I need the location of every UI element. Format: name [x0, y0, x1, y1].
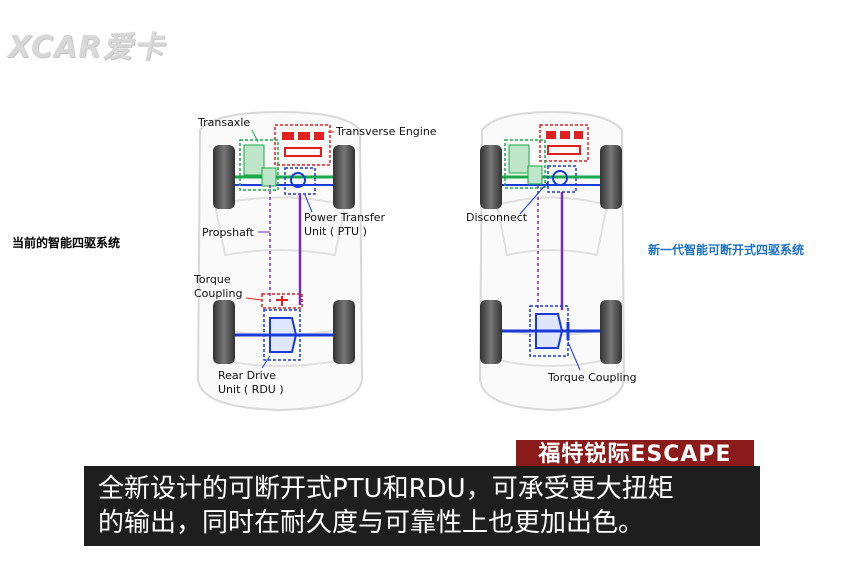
left-tire-rr	[333, 300, 355, 364]
left-tire-fr	[333, 145, 355, 209]
right-transaxle-box	[504, 139, 546, 189]
label-transverse-engine: Transverse Engine	[336, 125, 437, 138]
right-car	[478, 110, 626, 412]
subtitle-line-1: 全新设计的可断开式PTU和RDU，可承受更大扭矩	[98, 474, 674, 504]
label-coupling-line1: Torque	[194, 273, 231, 286]
subtitle-line-2: 的输出，同时在耐久度与可靠性上也更加出色。	[98, 508, 645, 538]
left-car-windshield	[213, 196, 347, 257]
left-tire-rl	[213, 300, 235, 364]
subtitle-box: 全新设计的可断开式PTU和RDU，可承受更大扭矩 的输出，同时在耐久度与可靠性上…	[84, 466, 760, 546]
label-disconnect: Disconnect	[466, 211, 528, 224]
label-rdu-line1: Rear Drive	[218, 369, 277, 382]
left-engine-box	[274, 124, 331, 166]
left-diagram-caption: 当前的智能四驱系统	[12, 236, 121, 250]
left-tire-fl	[213, 145, 235, 209]
left-car	[196, 110, 364, 412]
right-car-body	[478, 110, 626, 412]
label-propshaft: Propshaft	[202, 226, 254, 239]
right-tire-rl	[480, 300, 502, 364]
left-transaxle-box	[239, 139, 279, 191]
brand-banner: 福特锐际ESCAPE	[516, 440, 754, 470]
label-transaxle: Transaxle	[198, 116, 251, 129]
right-tire-fr	[600, 145, 622, 209]
right-diagram-caption: 新一代智能可断开式四驱系统	[648, 243, 805, 257]
right-tire-rr	[600, 300, 622, 364]
label-torque-coupling: Torque Coupling	[548, 371, 637, 384]
label-ptu-line1: Power Transfer	[304, 211, 385, 224]
label-rdu-line2: Unit ( RDU )	[218, 383, 284, 396]
right-engine-box	[539, 124, 589, 162]
left-coupling-box	[261, 293, 303, 309]
xcar-logo: XCAR爱卡	[8, 30, 165, 65]
label-ptu-line2: Unit ( PTU )	[304, 225, 367, 238]
right-tire-fl	[480, 145, 502, 209]
label-coupling-line2: Coupling	[194, 287, 243, 300]
